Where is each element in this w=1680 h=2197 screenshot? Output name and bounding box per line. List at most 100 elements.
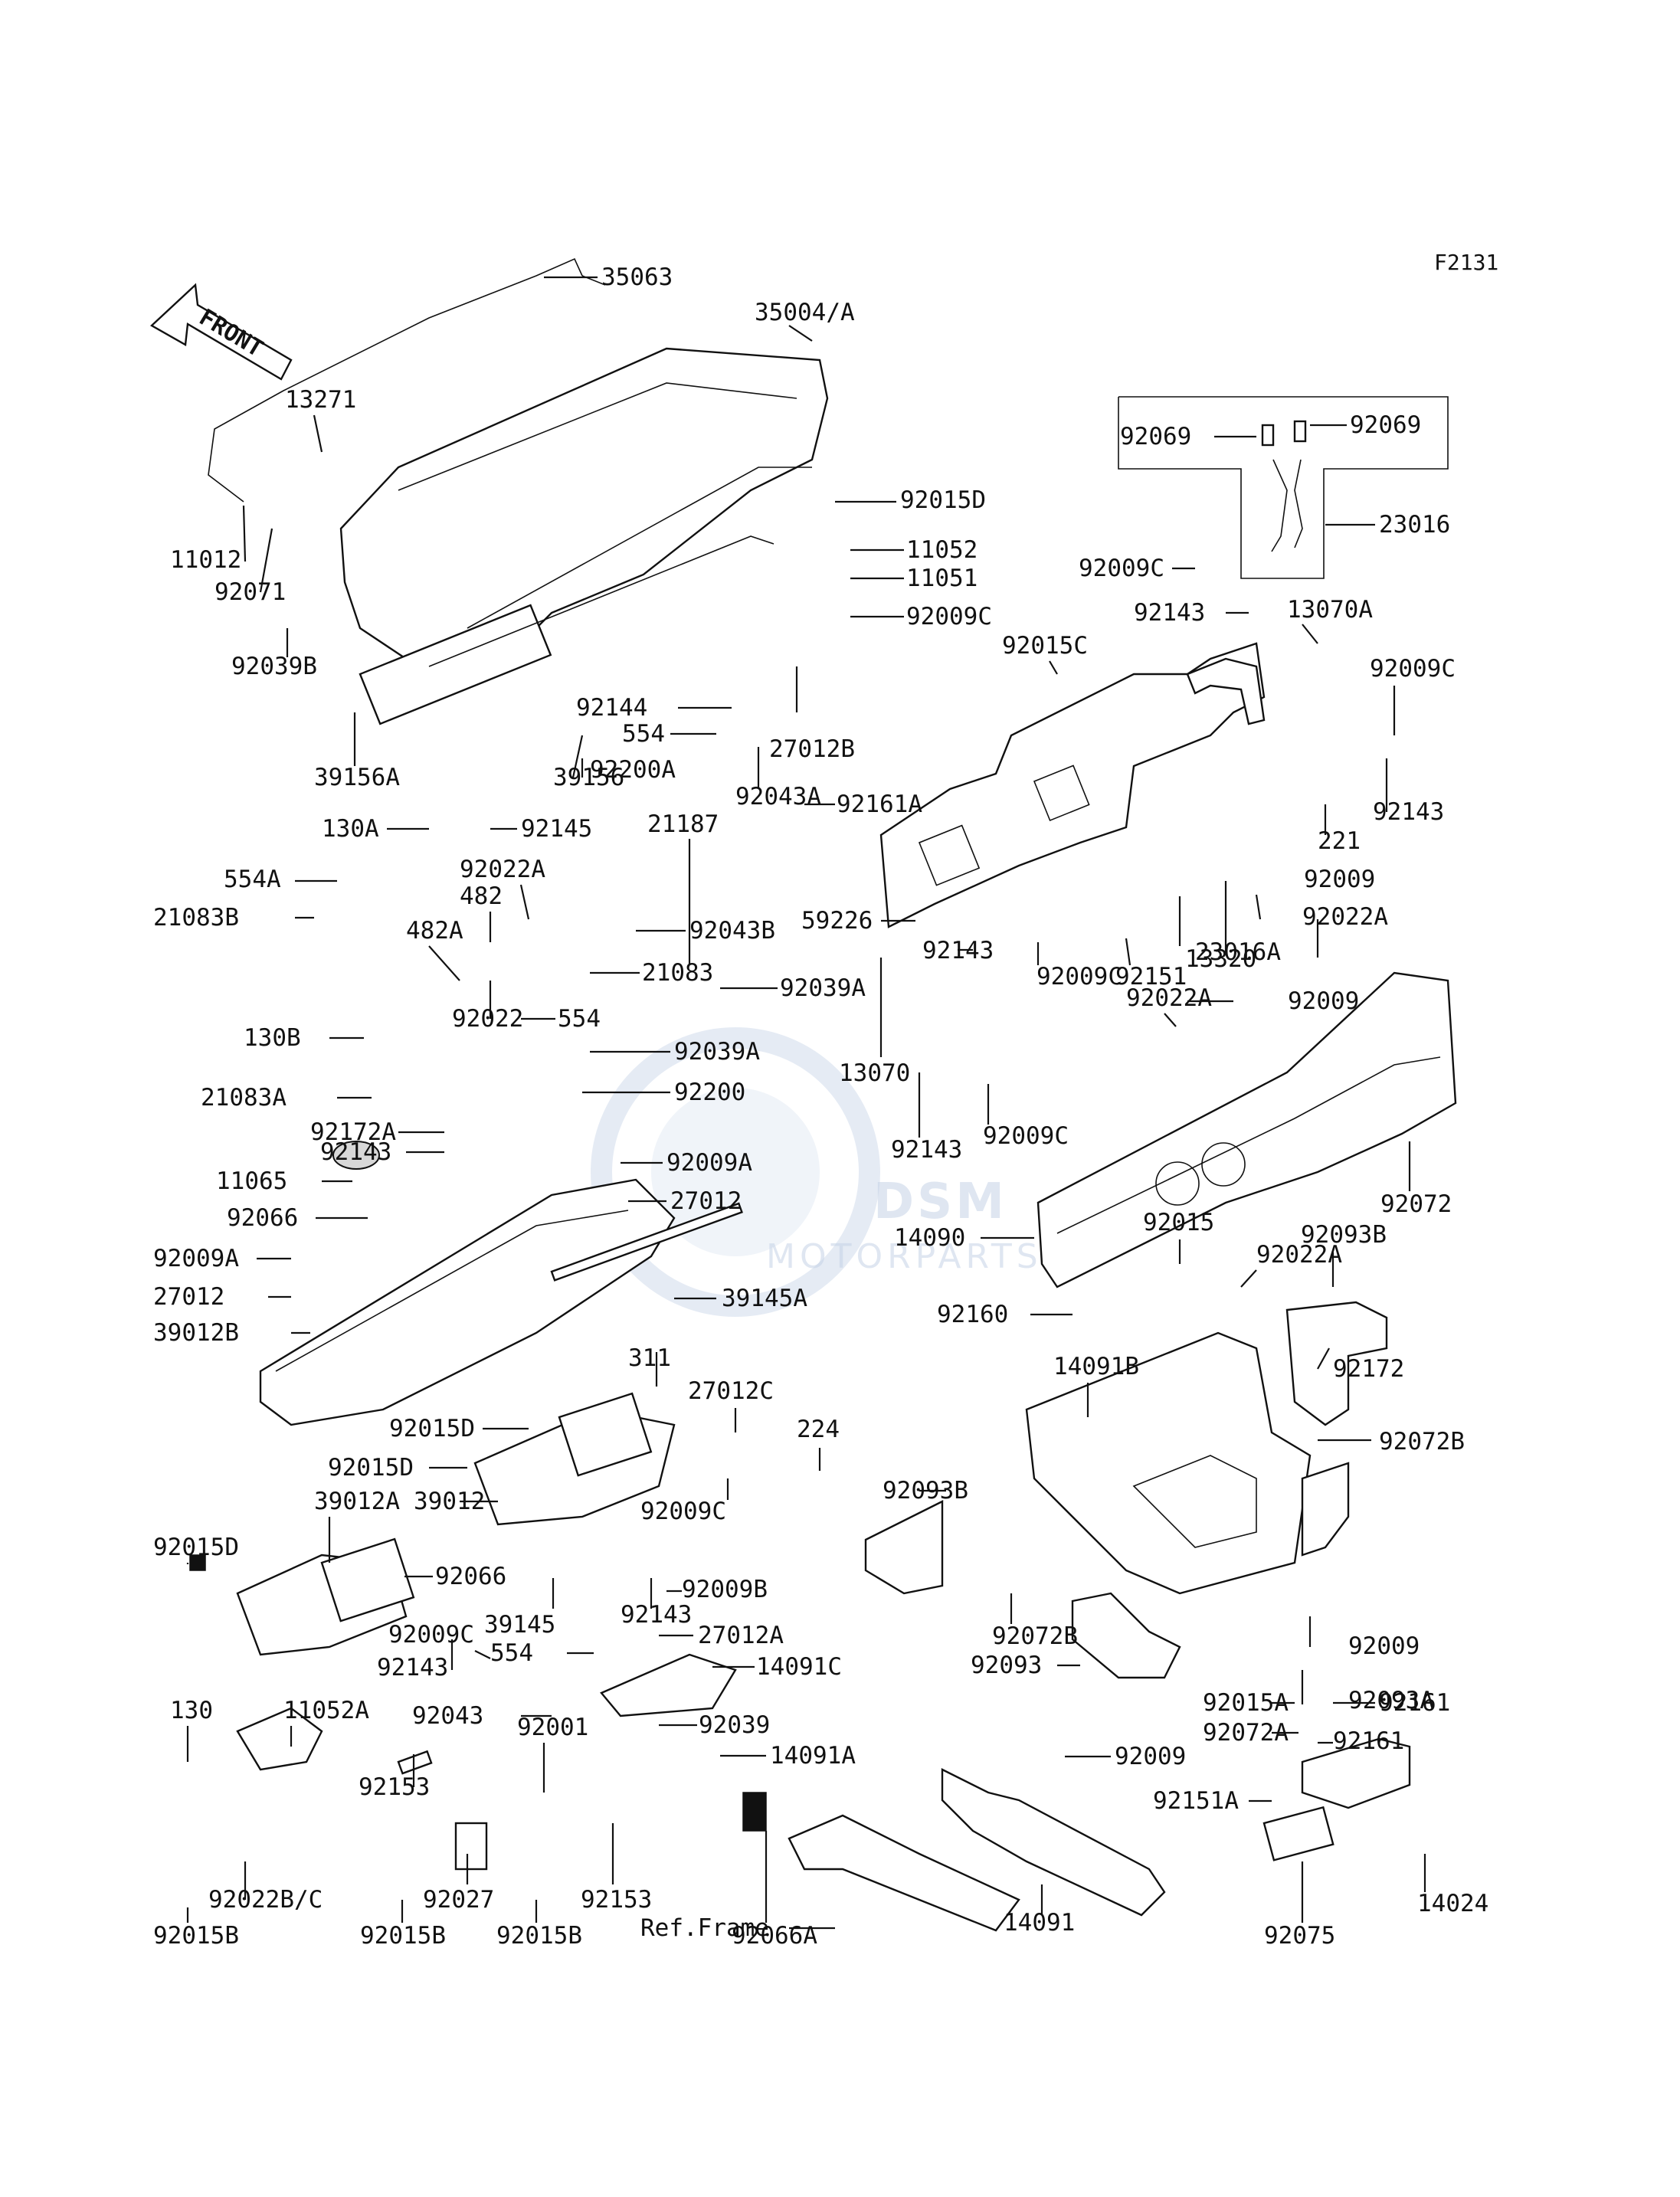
part-number-label: 11052A: [283, 1697, 369, 1724]
watermark-brand: DSM: [873, 1174, 1007, 1230]
part-number-label: 92015: [1143, 1209, 1214, 1236]
part-number-label: 14091B: [1053, 1353, 1139, 1380]
part-number-label: 554: [490, 1639, 533, 1667]
part-number-label: 11052: [906, 536, 978, 564]
part-number-label: 92022A: [460, 856, 545, 883]
front-direction-arrow: FRONT: [149, 283, 293, 381]
part-number-label: 14090: [894, 1224, 965, 1252]
part-number-label: 482A: [406, 917, 463, 945]
part-number-label: 92161: [1333, 1727, 1404, 1755]
part-number-label: 39145A: [722, 1285, 807, 1312]
part-number-label: 23016: [1379, 511, 1450, 539]
part-number-label: 92143: [1373, 798, 1444, 826]
part-number-label: 27012: [153, 1283, 224, 1311]
part-number-label: 92043: [412, 1702, 483, 1730]
part-number-label: 11051: [906, 565, 978, 592]
leader-line: [259, 528, 273, 593]
part-number-label: 554A: [224, 866, 281, 893]
leader-line: [242, 505, 247, 562]
part-number-label: 21083: [642, 959, 713, 987]
part-number-label: 130A: [322, 815, 379, 843]
leader-line: [519, 884, 530, 920]
part-number-label: 92009C: [1370, 655, 1456, 683]
part-number-label: 92015D: [900, 486, 986, 514]
dash-panel: [879, 642, 1266, 928]
part-number-label: 92009C: [906, 603, 992, 630]
part-number-label: 92093B: [1301, 1221, 1387, 1249]
part-number-label: 92022B/C: [208, 1886, 323, 1914]
part-number-label: 11012: [170, 546, 241, 574]
part-number-label: 92075: [1264, 1922, 1335, 1950]
part-number-label: 92066: [435, 1563, 506, 1590]
part-number-label: 92043A: [735, 783, 821, 810]
part-number-label: 14091A: [770, 1742, 856, 1770]
part-number-label: 21083B: [153, 904, 239, 932]
part-number-label: 92001: [517, 1714, 588, 1741]
part-number-label: 39156: [553, 764, 624, 791]
part-number-label: 92009: [1115, 1743, 1186, 1770]
part-number-label: 14091: [1004, 1909, 1075, 1937]
leader-line: [1164, 1013, 1177, 1027]
part-number-label: 92151A: [1153, 1787, 1239, 1815]
part-number-label: 92069: [1350, 411, 1421, 439]
leader-line: [313, 414, 323, 453]
part-number-label: 39145: [484, 1611, 555, 1639]
part-labels: 3506335004/A13271110129207192039B92015D1…: [153, 264, 1488, 1950]
part-number-label: 23016A: [1195, 938, 1281, 966]
part-number-label: 27012: [670, 1187, 742, 1215]
part-number-label: 21083A: [201, 1084, 287, 1112]
part-number-label: 92015D: [153, 1534, 239, 1561]
part-number-label: 92071: [215, 578, 286, 606]
part-number-label: 92200: [674, 1079, 745, 1106]
part-number-label: 554: [558, 1005, 601, 1033]
storage-tray: [259, 1141, 743, 1426]
part-number-label: 92143: [377, 1654, 448, 1681]
part-number-label: 92022A: [1256, 1241, 1342, 1269]
part-number-label: 92172A: [310, 1118, 396, 1146]
part-number-label: 92072: [1380, 1190, 1452, 1218]
part-number-label: 39156A: [314, 764, 400, 791]
part-number-label: 92022A: [1302, 903, 1388, 931]
part-number-label: 39012: [414, 1488, 485, 1515]
leader-line: [474, 1650, 491, 1659]
part-number-label: 92015C: [1002, 632, 1088, 660]
part-number-label: 35004/A: [755, 299, 855, 326]
part-number-label: 92015B: [360, 1922, 446, 1950]
part-number-label: 59226: [801, 907, 873, 935]
watermark: DSM MOTORPARTS: [591, 1027, 1038, 1317]
part-number-label: 14091C: [756, 1653, 842, 1681]
front-label: FRONT: [195, 304, 267, 363]
leader-line: [1255, 894, 1262, 920]
part-number-label: 311: [628, 1344, 671, 1372]
part-number-label: 92093: [971, 1652, 1042, 1679]
part-number-label: 39012B: [153, 1319, 239, 1347]
cargo-cover-assembly: [208, 257, 829, 725]
leader-line: [1125, 938, 1131, 966]
part-number-label: 92009A: [153, 1245, 239, 1272]
part-number-label: 92009C: [640, 1498, 726, 1525]
part-number-label: 224: [797, 1416, 840, 1443]
part-number-label: 92015D: [389, 1415, 475, 1442]
leader-line: [1049, 660, 1058, 675]
part-number-label: 92072A: [1203, 1719, 1289, 1747]
part-number-label: 92093B: [883, 1477, 968, 1505]
part-number-label: 92009: [1348, 1632, 1420, 1660]
part-number-label: 13271: [285, 386, 356, 414]
leader-line: [1317, 1347, 1330, 1370]
part-number-label: 92172: [1333, 1355, 1404, 1383]
figure-code: F2131: [1434, 250, 1498, 275]
part-number-label: 92143: [1134, 599, 1205, 627]
glove-box: [189, 1392, 676, 1656]
part-number-label: 92009B: [682, 1576, 768, 1603]
part-number-label: 92160: [937, 1301, 1008, 1328]
part-number-label: 27012B: [769, 735, 855, 763]
part-number-label: 92009A: [666, 1149, 752, 1177]
leader-line: [1302, 624, 1318, 644]
part-number-label: 92153: [581, 1886, 652, 1914]
part-number-label: 35063: [601, 264, 673, 291]
part-number-label: 11065: [216, 1167, 287, 1195]
part-number-label: 39012A: [314, 1488, 400, 1515]
part-number-label: 92022A: [1126, 984, 1212, 1012]
